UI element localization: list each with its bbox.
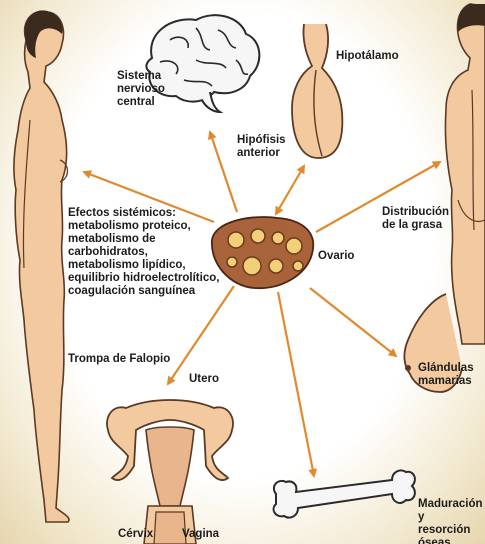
arrow-to-cns (210, 132, 237, 212)
label-bone-maturation: Maduración y resorción óseas (418, 498, 485, 544)
arrow-to-uterus (168, 286, 234, 384)
label-cervix: Cérvix (118, 528, 153, 541)
label-fat-distribution: Distribución de la grasa (382, 206, 449, 232)
ovary (212, 217, 313, 288)
label-systemic-effects: Efectos sistémicos: metabolismo proteico… (68, 207, 219, 298)
arrow-to-breast (310, 288, 396, 356)
label-uterus: Utero (189, 373, 219, 386)
label-hypothalamus: Hipotálamo (336, 50, 399, 63)
label-central-nervous-system: Sistema nervioso central (117, 70, 165, 109)
arrow-to-bone (278, 292, 314, 476)
pituitary-gland (292, 24, 342, 158)
uterus (107, 400, 233, 544)
label-mammary-glands: Glándulas mamarias (418, 362, 485, 388)
arrow-ovary-pituitary (276, 166, 304, 214)
label-fallopian-tube: Trompa de Falopio (68, 353, 170, 366)
label-anterior-pituitary: Hipófisis anterior (237, 134, 286, 160)
label-ovary: Ovario (318, 250, 354, 263)
female-figure-back-view (445, 4, 485, 344)
bone (274, 470, 415, 517)
female-figure-side-view (14, 10, 69, 522)
label-vagina: Vagina (182, 528, 219, 541)
